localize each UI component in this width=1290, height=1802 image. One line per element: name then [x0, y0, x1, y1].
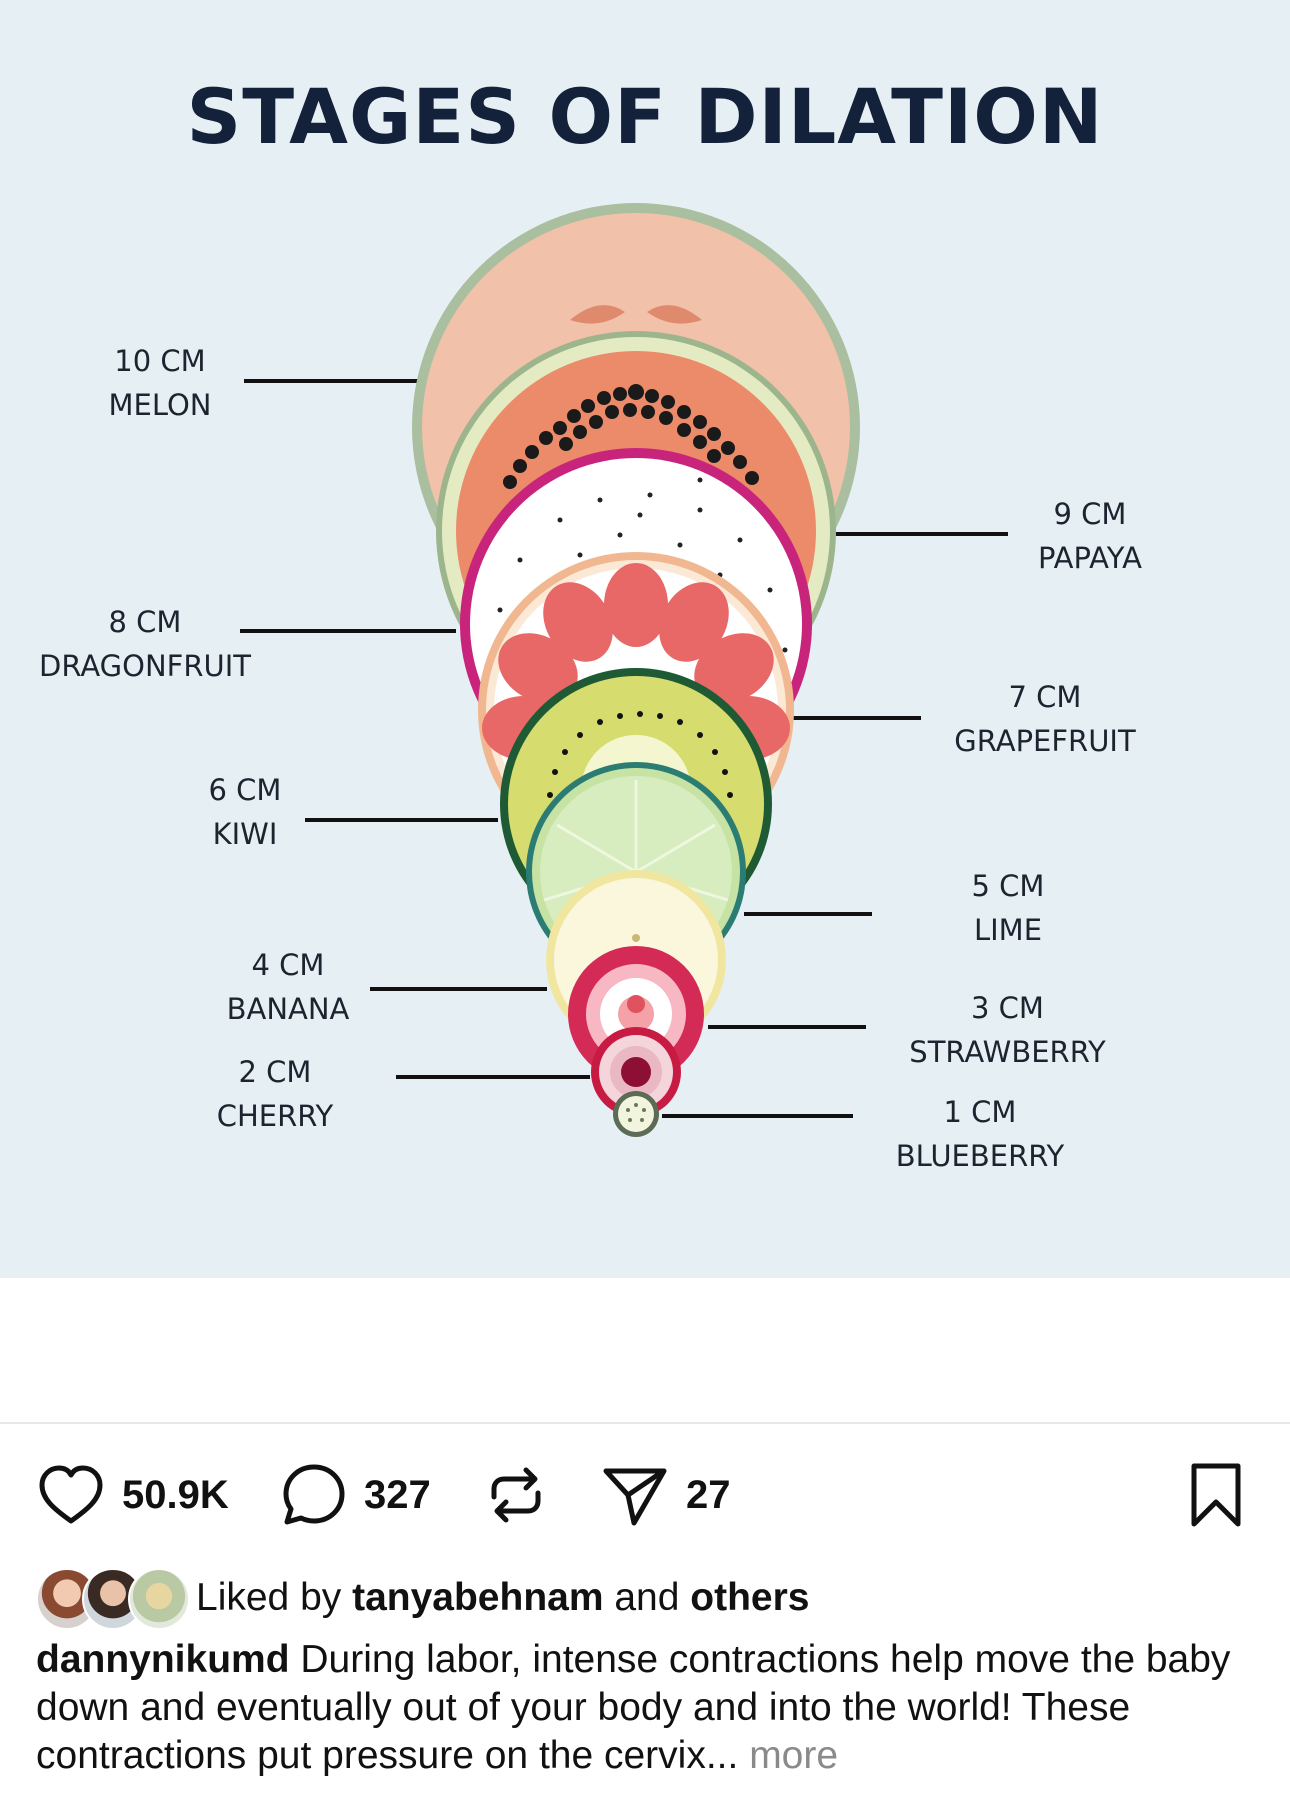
leader-lines: [240, 379, 1008, 1118]
label-dragonfruit-size: 8 CM: [108, 605, 182, 639]
label-banana-name: BANANA: [226, 992, 350, 1026]
liked-by-prefix: Liked by: [196, 1576, 342, 1619]
label-banana: 4 CM BANANA: [218, 943, 358, 1031]
blueberry-illustration: [613, 1091, 659, 1137]
bookmark-icon: [1188, 1462, 1244, 1528]
like-count: 50.9K: [122, 1472, 229, 1517]
label-grapefruit-name: GRAPEFRUIT: [954, 724, 1136, 758]
label-papaya-size: 9 CM: [1053, 497, 1127, 531]
label-kiwi-size: 6 CM: [208, 773, 282, 807]
caption-username[interactable]: dannynikumd: [36, 1638, 290, 1681]
label-strawberry-name: STRAWBERRY: [909, 1035, 1106, 1069]
label-papaya-name: PAPAYA: [1038, 541, 1142, 575]
label-lime-name: LIME: [973, 913, 1043, 947]
share-count: 27: [686, 1472, 731, 1517]
comment-button[interactable]: 327: [280, 1455, 431, 1535]
post-caption: dannynikumd During labor, intense contra…: [36, 1636, 1266, 1780]
post-image[interactable]: STAGES OF DILATION: [0, 0, 1290, 1278]
divider: [0, 1422, 1290, 1424]
label-dragonfruit: 8 CM DRAGONFRUIT: [30, 600, 260, 688]
label-blueberry: 1 CM BLUEBERRY: [885, 1090, 1075, 1178]
label-strawberry: 3 CM STRAWBERRY: [900, 986, 1115, 1074]
label-lime-size: 5 CM: [971, 869, 1045, 903]
label-strawberry-size: 3 CM: [971, 991, 1044, 1025]
caption-text: During labor, intense contractions help …: [36, 1638, 1231, 1777]
liked-by-others-link[interactable]: others: [690, 1576, 810, 1619]
liked-by-row[interactable]: Liked by tanyabehnam and others: [36, 1566, 809, 1630]
label-lime: 5 CM LIME: [958, 864, 1058, 952]
label-papaya: 9 CM PAPAYA: [1020, 492, 1160, 580]
repost-button[interactable]: [484, 1455, 548, 1535]
liked-by-user-link[interactable]: tanyabehnam: [352, 1576, 604, 1619]
label-blueberry-name: BLUEBERRY: [895, 1139, 1065, 1173]
share-button[interactable]: 27: [600, 1455, 731, 1535]
label-melon-size: 10 CM: [114, 344, 206, 378]
label-banana-size: 4 CM: [251, 948, 325, 982]
label-kiwi-name: KIWI: [212, 817, 278, 851]
repost-icon: [484, 1461, 548, 1529]
caption-more-link[interactable]: more: [749, 1734, 839, 1777]
liker-avatars[interactable]: [36, 1568, 190, 1630]
label-grapefruit: 7 CM GRAPEFRUIT: [940, 675, 1150, 763]
label-cherry-name: CHERRY: [216, 1099, 334, 1133]
label-cherry: 2 CM CHERRY: [210, 1050, 340, 1138]
label-blueberry-size: 1 CM: [943, 1095, 1017, 1129]
cherry-illustration: [591, 1027, 681, 1117]
label-cherry-size: 2 CM: [238, 1055, 312, 1089]
avatar: [128, 1568, 190, 1630]
label-dragonfruit-name: DRAGONFRUIT: [39, 649, 251, 683]
send-icon: [600, 1461, 670, 1529]
action-bar: 50.9K 327 27: [0, 1455, 1290, 1535]
like-button[interactable]: 50.9K: [36, 1455, 229, 1535]
liked-by-connector: and: [614, 1576, 680, 1619]
label-melon-name: MELON: [108, 388, 212, 422]
infographic-title: STAGES OF DILATION: [186, 72, 1104, 161]
label-kiwi: 6 CM KIWI: [200, 768, 290, 856]
label-grapefruit-size: 7 CM: [1008, 680, 1082, 714]
heart-icon: [36, 1463, 106, 1527]
liked-by-text: Liked by tanyabehnam and others: [196, 1576, 809, 1620]
comment-icon: [280, 1461, 348, 1529]
label-melon: 10 CM MELON: [90, 339, 230, 427]
save-button[interactable]: [1188, 1455, 1244, 1535]
dilation-diagram: [240, 203, 1008, 1137]
comment-count: 327: [364, 1472, 431, 1517]
